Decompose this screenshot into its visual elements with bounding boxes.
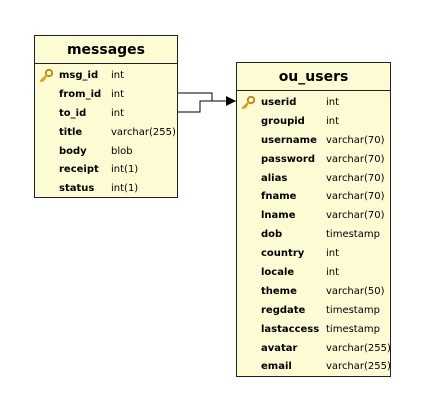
column-type: int [111, 107, 125, 119]
column-name: fname [261, 191, 297, 203]
column-name: title [59, 126, 83, 138]
column-row-title[interactable]: title varchar(255) [35, 124, 177, 143]
column-type: blob [111, 145, 133, 157]
column-name: to_id [59, 107, 87, 119]
column-name: theme [261, 285, 297, 297]
column-name: msg_id [59, 70, 99, 81]
column-row-lastaccess[interactable]: lastaccess timestamp [237, 321, 390, 340]
table-title: messages [35, 36, 177, 64]
column-type: varchar(255) [111, 126, 176, 138]
column-row-receipt[interactable]: receipt int(1) [35, 161, 177, 180]
arrowhead-icon [226, 96, 236, 106]
column-name: dob [261, 229, 283, 241]
column-name: lname [261, 210, 296, 222]
column-row-fname[interactable]: fname varchar(70) [237, 188, 390, 207]
column-name: country [261, 248, 305, 260]
column-name: status [59, 183, 95, 195]
column-name: receipt [59, 164, 99, 176]
column-row-status[interactable]: status int(1) [35, 180, 177, 199]
column-row-alias[interactable]: alias varchar(70) [237, 170, 390, 189]
column-type: varchar(70) [326, 172, 385, 184]
column-type: timestamp [326, 323, 380, 335]
column-row-regdate[interactable]: regdate timestamp [237, 302, 390, 321]
column-type: int(1) [111, 164, 139, 176]
column-name: body [59, 145, 87, 157]
column-row-theme[interactable]: theme varchar(50) [237, 283, 390, 302]
column-row-lname[interactable]: lname varchar(70) [237, 207, 390, 226]
column-type: varchar(255) [326, 342, 391, 354]
column-row-body[interactable]: body blob [35, 143, 177, 162]
column-name: from_id [59, 88, 102, 100]
column-type: int [111, 70, 125, 81]
relation-line-from-id [178, 92, 236, 102]
column-name: avatar [261, 342, 298, 354]
column-name: lastaccess [261, 323, 320, 335]
column-row-email[interactable]: email varchar(255) [237, 358, 391, 377]
column-row-password[interactable]: password varchar(70) [237, 151, 390, 170]
column-type: varchar(70) [326, 153, 385, 165]
table-ou-users[interactable]: ou_users userid int groupid int username varc… [236, 62, 391, 377]
column-type: int [326, 267, 340, 279]
column-type: int [326, 248, 340, 260]
column-name: email [261, 361, 292, 373]
column-type: timestamp [326, 304, 380, 316]
column-type: varchar(70) [326, 191, 385, 203]
column-row-to_id[interactable]: to_id int [35, 105, 177, 124]
column-type: timestamp [326, 229, 380, 241]
column-name: password [261, 153, 316, 165]
column-row-dob[interactable]: dob timestamp [237, 226, 390, 245]
column-row-locale[interactable]: locale int [237, 264, 390, 283]
column-row-from_id[interactable]: from_id int [35, 86, 177, 105]
column-row-groupid[interactable]: groupid int [237, 113, 390, 132]
column-row-username[interactable]: username varchar(70) [237, 132, 390, 151]
table-title: ou_users [237, 63, 390, 91]
column-type: int [326, 97, 340, 108]
column-type: int [326, 115, 340, 127]
column-row-msg_id[interactable]: msg_id int [35, 67, 177, 86]
column-row-userid[interactable]: userid int [237, 94, 390, 113]
column-type: int [111, 88, 125, 100]
primary-key-icon [241, 95, 256, 110]
column-type: varchar(255) [326, 361, 391, 373]
column-name: userid [261, 97, 297, 108]
column-row-country[interactable]: country int [237, 245, 390, 264]
column-type: varchar(50) [326, 285, 385, 297]
column-name: username [261, 134, 317, 146]
column-name: alias [261, 172, 288, 184]
relation-line-to-id [178, 100, 224, 113]
column-name: groupid [261, 115, 305, 127]
column-type: varchar(70) [326, 134, 385, 146]
column-row-avatar[interactable]: avatar varchar(255) [237, 340, 391, 359]
column-name: regdate [261, 304, 306, 316]
column-type: varchar(70) [326, 210, 385, 222]
primary-key-icon [39, 68, 54, 83]
column-name: locale [261, 267, 295, 279]
column-type: int(1) [111, 183, 139, 195]
